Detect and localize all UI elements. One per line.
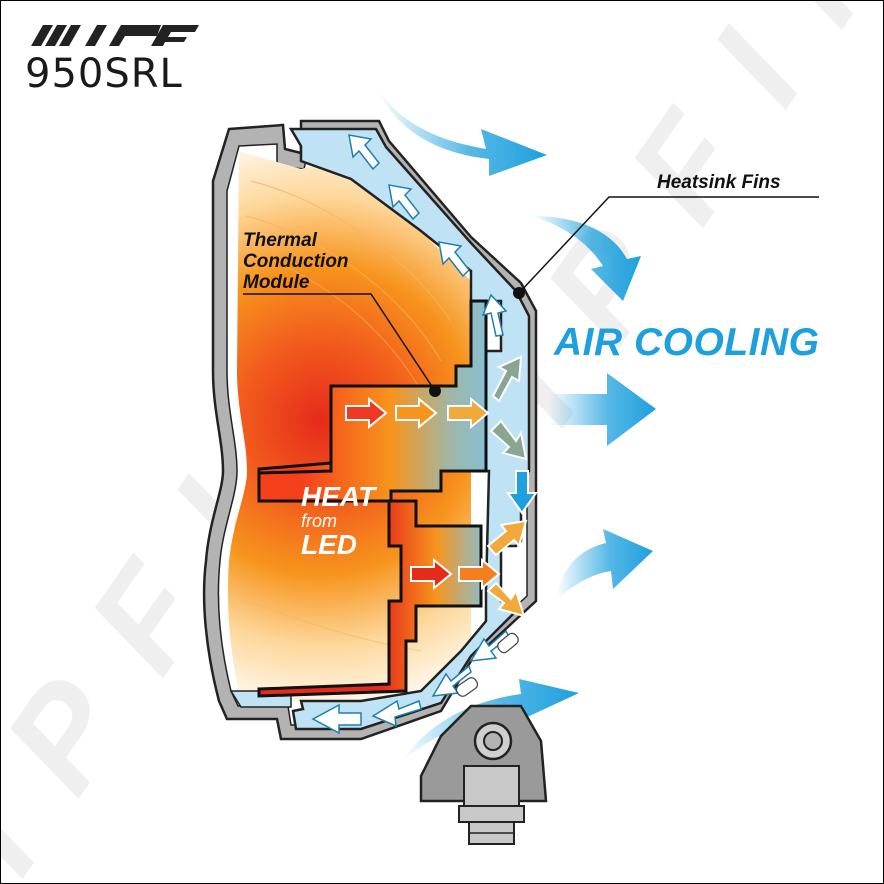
callout-lines xyxy=(243,196,819,392)
air-flow-arrow-top xyxy=(376,86,547,176)
heat-label: HEAT xyxy=(301,481,376,512)
mounting-bracket xyxy=(419,704,548,845)
model-name: 950SRL xyxy=(25,51,183,97)
thermal-module-label-line1: Thermal xyxy=(243,230,317,251)
fin-outflow-arrows xyxy=(311,134,510,735)
ipf-logo xyxy=(31,25,199,46)
thermal-module-label-line2: Conduction xyxy=(243,251,349,272)
heat-flow-arrows xyxy=(345,396,501,591)
air-cooling-label: AIR COOLING xyxy=(554,321,820,364)
module-callout-dot xyxy=(429,385,441,397)
heatsink-callout-dot xyxy=(513,287,525,299)
air-flow-arrow-bottom xyxy=(401,679,579,761)
air-flow-arrow-lower xyxy=(556,529,653,601)
led-label: LED xyxy=(301,529,357,560)
air-flow-arrow-upper-right xyxy=(531,216,641,301)
fin-flow-arrows xyxy=(486,355,538,618)
air-flow-arrow-middle xyxy=(549,373,656,446)
heatsink-fins-label: Heatsink Fins xyxy=(657,172,781,193)
heat-from-label: from xyxy=(301,511,337,531)
fin-slots xyxy=(455,632,519,697)
thermal-module-label-line3: Module xyxy=(243,272,310,293)
